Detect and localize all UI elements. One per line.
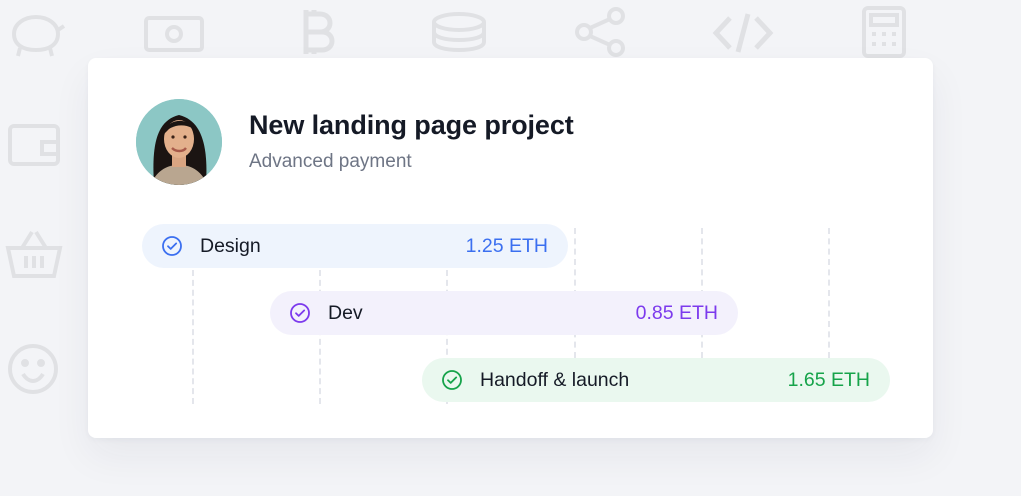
milestone-amount: 1.25 ETH	[465, 234, 548, 257]
milestone-label: Design	[200, 234, 261, 257]
project-title: New landing page project	[249, 110, 574, 140]
project-subtitle: Advanced payment	[249, 151, 412, 172]
share-nodes-icon	[574, 6, 628, 58]
timeline-gridline	[828, 228, 830, 358]
check-circle-icon	[161, 235, 183, 257]
check-circle-icon	[289, 302, 311, 324]
milestone-design[interactable]: Design 1.25 ETH	[142, 224, 568, 268]
wallet-icon	[6, 118, 62, 168]
shopping-basket-icon	[4, 228, 64, 280]
check-circle-icon	[441, 369, 463, 391]
bitcoin-icon	[296, 6, 336, 58]
calculator-icon	[860, 4, 908, 60]
milestone-label: Handoff & launch	[480, 368, 630, 391]
milestone-amount: 0.85 ETH	[635, 301, 718, 324]
project-card: New landing page project Advanced paymen…	[88, 58, 933, 438]
milestone-dev[interactable]: Dev 0.85 ETH	[270, 291, 738, 335]
piggy-bank-icon	[6, 10, 66, 60]
timeline-gridline	[192, 270, 194, 404]
coins-icon	[428, 10, 490, 56]
timeline-gridline	[319, 270, 321, 404]
timeline-gridline	[446, 270, 448, 404]
milestone-amount: 1.65 ETH	[787, 368, 870, 391]
milestone-label: Dev	[328, 301, 363, 324]
smiley-icon	[6, 342, 60, 396]
banknote-icon	[142, 12, 206, 56]
milestone-handoff-launch[interactable]: Handoff & launch 1.65 ETH	[422, 358, 890, 402]
avatar	[136, 99, 222, 185]
code-icon	[712, 10, 774, 56]
